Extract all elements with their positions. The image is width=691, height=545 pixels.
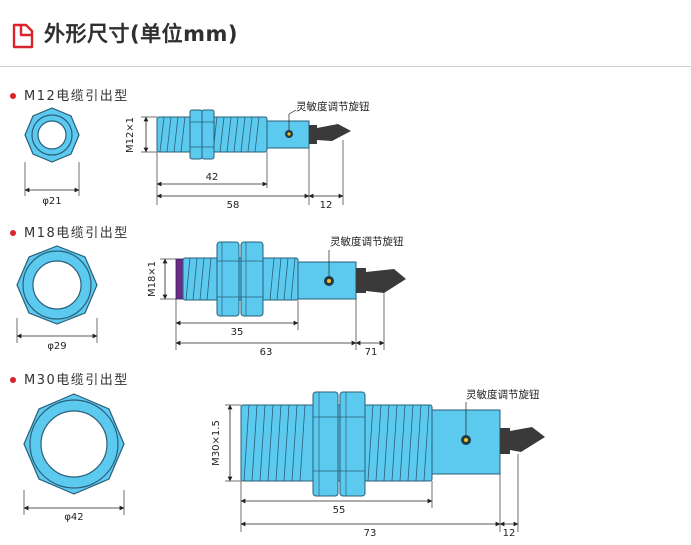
m18-diameter-label: φ29 [47, 341, 66, 352]
m12-front-view: φ21 [24, 107, 80, 207]
m30-thread-label: M30×1.5 [211, 420, 222, 466]
header-divider [0, 66, 691, 67]
m18-side-view: 灵敏度调节旋钮 M18×1 35 63 71 [147, 235, 406, 358]
m18-nut-1 [216, 241, 240, 317]
m30-dim-body: 55 [333, 505, 346, 516]
bullet-dot-icon [10, 92, 16, 99]
section-title-m18: M18电缆引出型 [10, 222, 129, 241]
m30-cable [510, 427, 545, 452]
m18-thread-label: M18×1 [147, 261, 158, 297]
document-corner-icon [12, 23, 34, 49]
page-header: 外形尺寸(单位mm) [0, 0, 691, 68]
m12-nut-1 [189, 109, 203, 160]
m30-nut-1 [312, 391, 339, 497]
m30-diameter-label: φ42 [64, 512, 83, 523]
m12-dim-body: 42 [206, 172, 219, 183]
bullet-dot-icon [10, 229, 16, 236]
section-title-m12: M12电缆引出型 [10, 85, 129, 104]
m30-adjuster-label: 灵敏度调节旋钮 [466, 388, 540, 401]
m12-adjuster-label: 灵敏度调节旋钮 [296, 100, 370, 113]
m30-front-view: φ42 [23, 393, 125, 523]
m18-dim-body: 35 [231, 327, 244, 338]
section-title-text: M30电缆引出型 [24, 373, 129, 388]
section-title-text: M18电缆引出型 [24, 226, 129, 241]
m12-dim-total: 58 [227, 200, 240, 211]
m30-dim-total: 73 [364, 528, 377, 539]
m18-front-view: φ29 [16, 245, 98, 352]
page-title: 外形尺寸(单位mm) [44, 22, 238, 46]
m30-side-view: 灵敏度调节旋钮 M30×1.5 55 73 12 [211, 388, 545, 539]
section-title-m30: M30电缆引出型 [10, 369, 129, 388]
m18-cable [366, 269, 406, 293]
m12-dim-cable: 12 [320, 200, 333, 211]
m12-cable [317, 124, 351, 141]
m18-adjuster-label: 灵敏度调节旋钮 [330, 235, 404, 248]
m12-side-view: 灵敏度调节旋钮 M12×1 42 58 12 [125, 100, 370, 211]
m30-dim-cable: 12 [503, 528, 516, 539]
m18-dim-cable: 71 [365, 347, 378, 358]
m12-diameter-label: φ21 [42, 196, 61, 207]
m18-emitter-face [175, 258, 184, 300]
m30-nut-2 [339, 391, 366, 497]
m12-thread-label: M12×1 [125, 117, 136, 153]
m18-nut-2 [240, 241, 264, 317]
m12-nut-2 [201, 109, 215, 160]
section-title-text: M12电缆引出型 [24, 89, 129, 104]
m18-dim-total: 63 [260, 347, 273, 358]
bullet-dot-icon [10, 376, 16, 383]
